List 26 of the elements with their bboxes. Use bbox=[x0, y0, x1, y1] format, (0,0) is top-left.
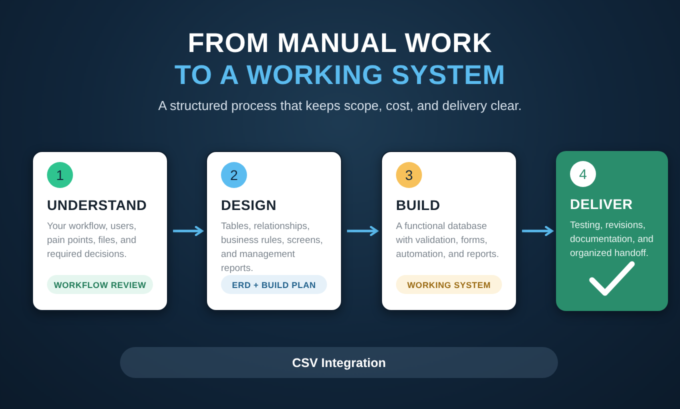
technology-text: CSV Integration bbox=[292, 356, 386, 370]
title: FROM MANUAL WORK bbox=[186, 28, 494, 58]
step-tag: WORKFLOW REVIEW bbox=[47, 275, 153, 294]
step-heading: BUILD bbox=[396, 197, 442, 213]
step-number: 3 bbox=[396, 162, 422, 188]
step-card bbox=[32, 151, 168, 311]
step-number: 2 bbox=[221, 162, 247, 188]
step-description: Testing, revisions, documentation, and organized handoff. bbox=[570, 219, 654, 261]
step-number: 1 bbox=[47, 162, 73, 188]
title: TO A WORKING SYSTEM bbox=[173, 60, 506, 90]
step-tag: WORKING SYSTEM bbox=[396, 275, 502, 294]
step-tag: ERD + BUILD PLAN bbox=[221, 275, 327, 294]
step-heading: UNDERSTAND bbox=[47, 197, 148, 213]
step-number: 4 bbox=[570, 161, 596, 187]
step-description: A functional database with validation, forms, automation, and reports. bbox=[396, 220, 500, 262]
subtitle: A structured process that keeps scope, cost, and delivery clear. bbox=[157, 98, 523, 113]
step-card bbox=[381, 151, 517, 311]
arrow bbox=[347, 226, 378, 236]
step-card bbox=[206, 151, 342, 311]
step-heading: DESIGN bbox=[221, 197, 278, 213]
arrow bbox=[522, 226, 554, 236]
step-card bbox=[556, 151, 668, 311]
step-heading: DELIVER bbox=[570, 196, 634, 212]
step-description: Your workflow, users, pain points, files, and required decisions. bbox=[47, 220, 138, 262]
step-description: Tables, relationships, business rules, screens, and management reports. bbox=[221, 220, 324, 276]
arrow bbox=[173, 226, 204, 236]
